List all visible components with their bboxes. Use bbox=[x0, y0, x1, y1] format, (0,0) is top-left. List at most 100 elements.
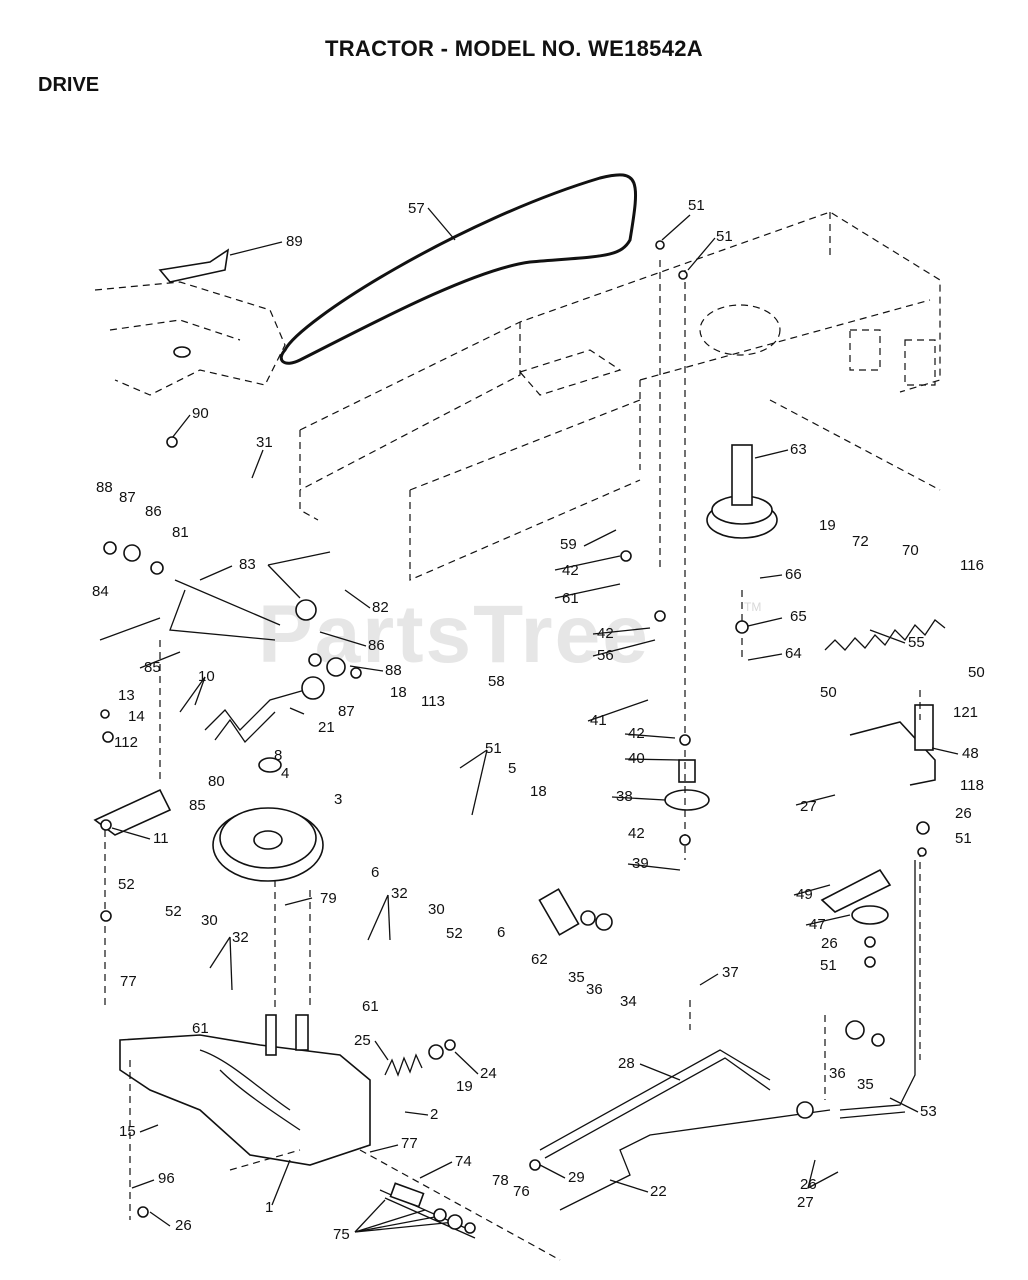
callout: 48 bbox=[962, 745, 979, 762]
shift-rod bbox=[99, 579, 281, 641]
callout: 19 bbox=[819, 517, 836, 534]
callout: 18 bbox=[530, 783, 547, 800]
callout: 90 bbox=[192, 405, 209, 422]
drive-belt bbox=[279, 173, 637, 365]
callout: 86 bbox=[368, 637, 385, 654]
spring-55 bbox=[824, 619, 946, 651]
callout: 85 bbox=[189, 797, 206, 814]
callout: 42 bbox=[628, 725, 645, 742]
callout: 85 bbox=[144, 659, 161, 676]
callout: 89 bbox=[286, 233, 303, 250]
callout: 121 bbox=[953, 704, 978, 721]
bracket-48 bbox=[849, 721, 936, 786]
callout: 79 bbox=[320, 890, 337, 907]
callout: 56 bbox=[597, 647, 614, 664]
callout: 26 bbox=[955, 805, 972, 822]
pulley-3 bbox=[212, 807, 324, 882]
callout: 42 bbox=[562, 562, 579, 579]
callout: 26 bbox=[821, 935, 838, 952]
callout: 13 bbox=[118, 687, 135, 704]
callout: 59 bbox=[560, 536, 577, 553]
callout: 28 bbox=[618, 1055, 635, 1072]
bracket-89 bbox=[158, 248, 230, 283]
callout: 30 bbox=[428, 901, 445, 918]
callout: 24 bbox=[480, 1065, 497, 1082]
callout: 116 bbox=[960, 557, 984, 574]
callout: 1 bbox=[265, 1199, 273, 1216]
callout: 77 bbox=[401, 1135, 418, 1152]
callout: 112 bbox=[114, 734, 138, 751]
watermark-trademark: TM bbox=[744, 600, 762, 614]
callout: 88 bbox=[385, 662, 402, 679]
leader-lines bbox=[111, 207, 959, 1233]
spacer-74 bbox=[389, 1182, 425, 1208]
callout: 84 bbox=[92, 583, 109, 600]
callout: 50 bbox=[820, 684, 837, 701]
callout: 51 bbox=[688, 197, 705, 214]
callout: 53 bbox=[920, 1103, 937, 1120]
callout: 21 bbox=[318, 719, 335, 736]
callout: 51 bbox=[485, 740, 502, 757]
callout: 87 bbox=[338, 703, 355, 720]
callout: 77 bbox=[120, 973, 137, 990]
callout: 88 bbox=[96, 479, 113, 496]
callout: 30 bbox=[201, 912, 218, 929]
callout: 81 bbox=[172, 524, 189, 541]
callout: 26 bbox=[175, 1217, 192, 1234]
callout: 6 bbox=[371, 864, 379, 881]
callout: 8 bbox=[274, 747, 282, 764]
callout: 57 bbox=[408, 200, 425, 217]
callout: 47 bbox=[809, 916, 826, 933]
washer-4 bbox=[258, 757, 282, 773]
callout: 82 bbox=[372, 599, 389, 616]
callout: 32 bbox=[391, 885, 408, 902]
pulley-38 bbox=[664, 759, 710, 811]
callout: 38 bbox=[616, 788, 633, 805]
callout: 40 bbox=[628, 750, 645, 767]
callout: 36 bbox=[829, 1065, 846, 1082]
callout: 18 bbox=[390, 684, 407, 701]
watermark-text: PartsTree bbox=[258, 589, 650, 680]
callout: 34 bbox=[620, 993, 637, 1010]
callout: 96 bbox=[158, 1170, 175, 1187]
callout: 51 bbox=[820, 957, 837, 974]
callout: 52 bbox=[446, 925, 463, 942]
callout: 80 bbox=[208, 773, 225, 790]
callout: 61 bbox=[362, 998, 379, 1015]
callout: 55 bbox=[908, 634, 925, 651]
callout: 65 bbox=[790, 608, 807, 625]
callout: 52 bbox=[118, 876, 135, 893]
callout: 50 bbox=[968, 664, 985, 681]
pulley-47 bbox=[851, 905, 889, 925]
callout: 42 bbox=[597, 625, 614, 642]
callout: 72 bbox=[852, 533, 869, 550]
callout: 113 bbox=[421, 693, 445, 710]
callout: 61 bbox=[192, 1020, 209, 1037]
callout: 118 bbox=[960, 777, 984, 794]
callout: 52 bbox=[165, 903, 182, 920]
callout: 62 bbox=[531, 951, 548, 968]
callout: 35 bbox=[857, 1076, 874, 1093]
bushing-121 bbox=[914, 704, 934, 751]
callout: 37 bbox=[722, 964, 739, 981]
spring-25 bbox=[384, 1053, 423, 1077]
callout: 2 bbox=[430, 1106, 438, 1123]
diagram-title: TRACTOR - MODEL NO. WE18542A bbox=[325, 36, 703, 61]
callout: 25 bbox=[354, 1032, 371, 1049]
callout: 75 bbox=[333, 1226, 350, 1243]
callout: 15 bbox=[119, 1123, 136, 1140]
callout: 42 bbox=[628, 825, 645, 842]
rod-28 bbox=[539, 1049, 771, 1159]
callout: 27 bbox=[797, 1194, 814, 1211]
callout: 51 bbox=[955, 830, 972, 847]
section-label: DRIVE bbox=[38, 74, 100, 96]
knob-21 bbox=[301, 676, 325, 700]
callout: 11 bbox=[153, 830, 169, 847]
rod-53 bbox=[839, 860, 916, 1119]
shift-lever bbox=[204, 689, 306, 744]
callout: 61 bbox=[562, 590, 579, 607]
bracket-49 bbox=[820, 868, 892, 913]
callout: 76 bbox=[513, 1183, 530, 1200]
callout: 5 bbox=[508, 760, 516, 777]
